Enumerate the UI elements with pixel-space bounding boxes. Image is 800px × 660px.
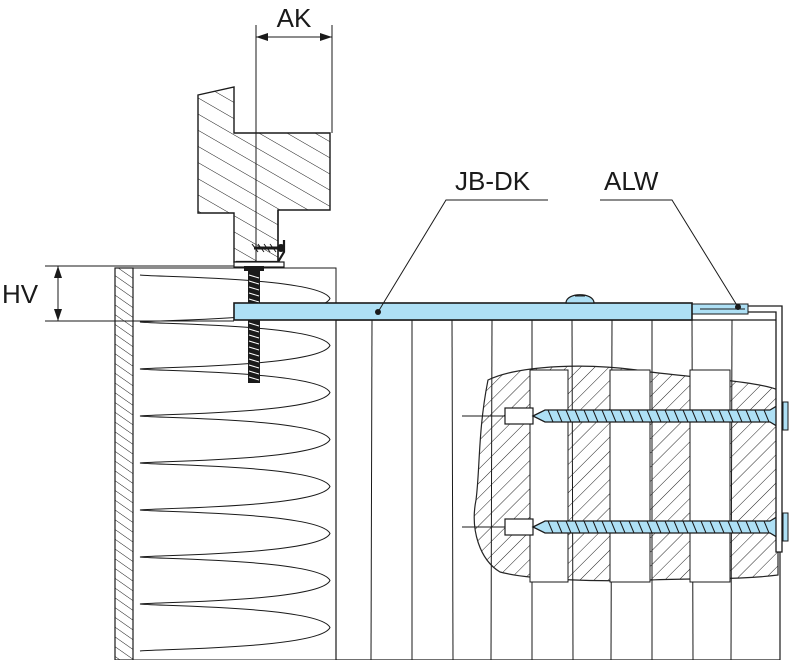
window-frame-profile	[197, 86, 331, 263]
leader-jb-dk: JB-DK	[375, 166, 548, 315]
timber-board-line	[451, 319, 454, 660]
anchor-screw	[462, 401, 789, 431]
leader-alw: ALW	[600, 166, 741, 310]
jb-dk-label: JB-DK	[455, 166, 531, 196]
anchor-screw-icon	[462, 401, 789, 542]
jb-dk-bracket	[233, 294, 693, 321]
timber-substrate	[335, 319, 781, 660]
timber-joint-band	[689, 369, 731, 583]
mounting-bolt	[244, 266, 264, 383]
timber-joint-band	[529, 369, 569, 583]
hv-label: HV	[2, 279, 39, 309]
masonry-wall	[114, 267, 134, 660]
dimension-hv: HV	[2, 265, 234, 322]
timber-board-line	[370, 319, 373, 660]
dimension-ak: AK	[255, 3, 333, 262]
timber-joint-band	[609, 369, 651, 583]
ak-label: AK	[277, 3, 312, 33]
insulation-layer	[132, 267, 337, 660]
alw-label: ALW	[604, 166, 659, 196]
anchor-screw	[462, 512, 789, 542]
